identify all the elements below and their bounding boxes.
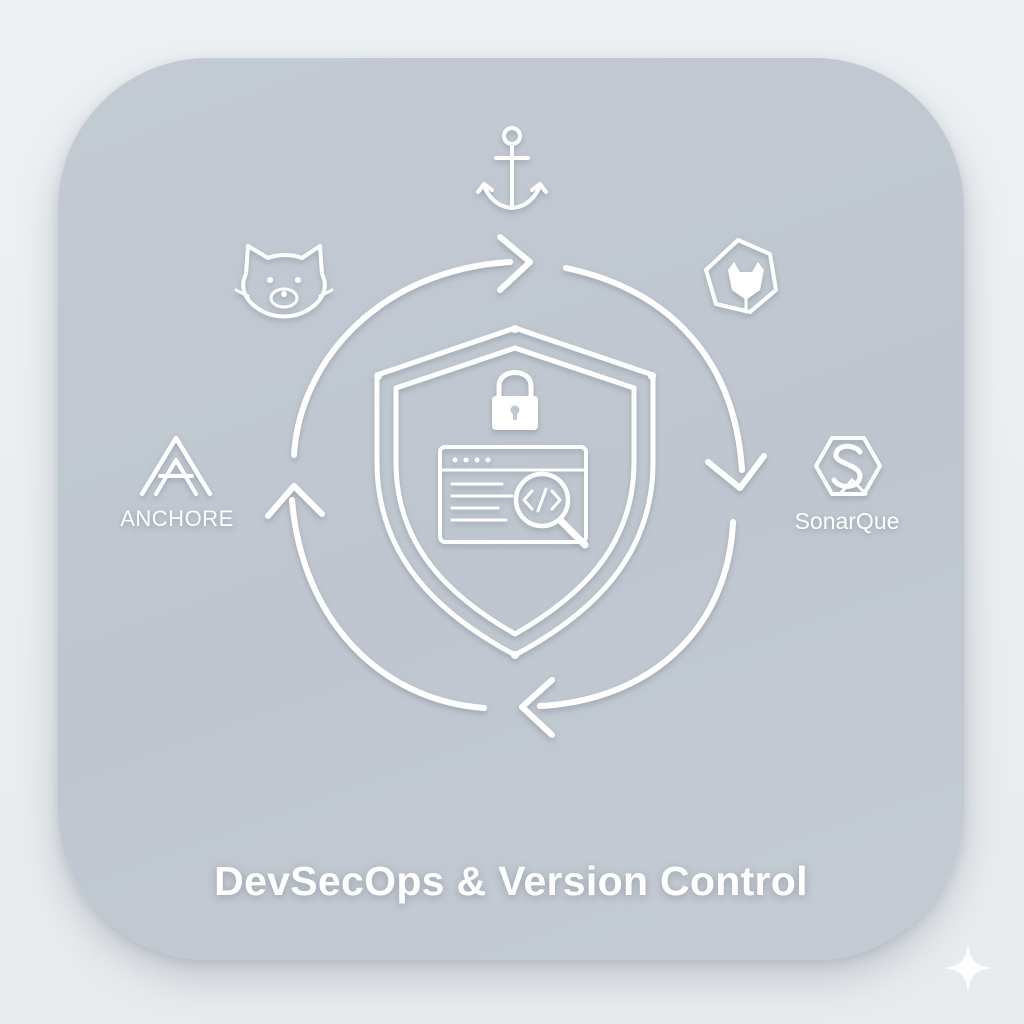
magnifier-code-icon — [513, 471, 589, 549]
anchore-label: ANCHORE — [120, 506, 234, 531]
lock-icon — [492, 370, 538, 430]
arc-top-right — [563, 265, 745, 473]
red-panda-icon — [234, 244, 334, 319]
code-window-icon — [438, 445, 588, 544]
cycle-arrows — [265, 234, 767, 738]
arc-top-left — [291, 259, 513, 458]
sparkle-icon — [944, 944, 992, 992]
anchore-logo-icon — [139, 435, 213, 497]
anchor-icon — [476, 126, 548, 210]
arc-bottom-right — [537, 519, 736, 709]
gitlab-icon — [704, 238, 778, 314]
sonarqube-label: SonarQue — [794, 508, 900, 534]
security-shield-icon — [374, 325, 656, 659]
arc-bottom-left — [289, 497, 487, 711]
page-title: DevSecOps & Version Control — [214, 858, 808, 904]
arrowhead-left — [265, 483, 325, 519]
arrowhead-bottom — [519, 677, 555, 738]
sonarqube-logo-icon — [814, 436, 882, 496]
arrowhead-top — [497, 234, 533, 293]
arrowhead-right — [705, 453, 767, 491]
